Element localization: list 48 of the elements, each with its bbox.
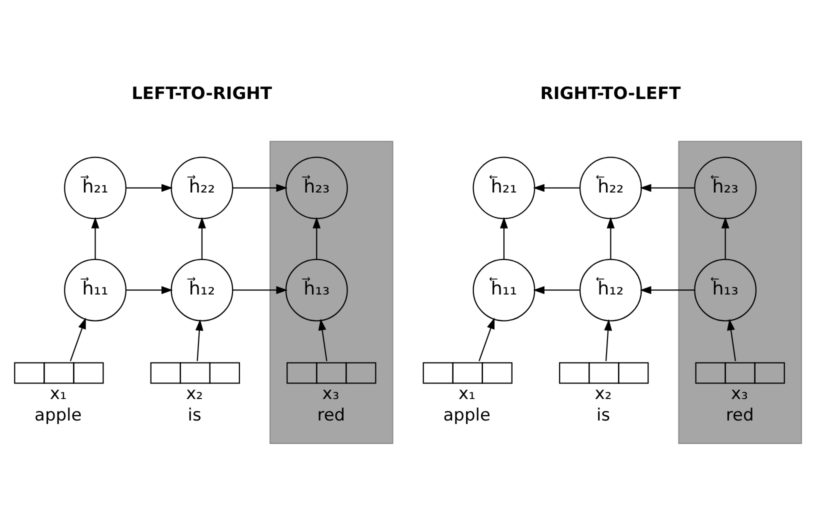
arrow bbox=[232, 286, 288, 294]
node-circle: h⃖₂₂ bbox=[579, 156, 642, 220]
node-circle: h⃗₁₁ bbox=[64, 258, 126, 322]
cluster bbox=[678, 140, 802, 444]
arrow bbox=[318, 318, 328, 362]
node-circle: h⃗₂₃ bbox=[285, 156, 348, 220]
arrow bbox=[195, 319, 204, 362]
arrow bbox=[478, 318, 495, 362]
arrow bbox=[640, 184, 695, 192]
arrow bbox=[232, 184, 288, 192]
node-circle: h⃗₂₁ bbox=[64, 156, 126, 220]
cluster bbox=[270, 140, 394, 444]
node-circle: h⃖₂₃ bbox=[694, 156, 757, 220]
node-label: x₁ bbox=[50, 384, 67, 404]
arrow bbox=[533, 286, 580, 294]
node-label: x₃ bbox=[731, 384, 748, 404]
node-label: apple bbox=[34, 406, 82, 426]
arrow bbox=[500, 216, 508, 259]
arrow bbox=[126, 184, 173, 192]
arrow bbox=[533, 184, 580, 192]
arrow bbox=[721, 216, 730, 259]
node-label: red bbox=[317, 406, 346, 426]
node-label: is bbox=[596, 406, 610, 426]
node-circle: h⃗₁₃ bbox=[285, 258, 348, 322]
arrow bbox=[312, 216, 321, 259]
node-label: red bbox=[726, 406, 754, 426]
arrow bbox=[606, 216, 615, 259]
node-label: is bbox=[188, 406, 202, 426]
node-circle: h⃗₂₂ bbox=[170, 156, 234, 220]
arrow bbox=[198, 216, 206, 259]
arrow bbox=[604, 319, 612, 362]
node-label: x₂ bbox=[186, 384, 203, 404]
node-circle: h⃖₁₂ bbox=[579, 258, 642, 322]
label: LEFT-TO-RIGHT bbox=[132, 84, 272, 104]
arrow bbox=[70, 318, 86, 362]
node-label: x₃ bbox=[322, 384, 340, 404]
node-circle: h⃖₂₁ bbox=[472, 156, 536, 220]
arrow bbox=[727, 318, 736, 362]
node-circle: h⃗₁₂ bbox=[170, 258, 234, 322]
arrow bbox=[640, 286, 695, 294]
node-label: x₂ bbox=[594, 384, 612, 404]
node-circle: h⃖₁₃ bbox=[694, 258, 757, 322]
node-label: x₁ bbox=[458, 384, 476, 404]
node-label: apple bbox=[443, 406, 490, 426]
node-circle: h⃖₁₁ bbox=[472, 258, 536, 322]
arrow bbox=[126, 286, 173, 294]
arrow bbox=[91, 216, 100, 259]
label: RIGHT-TO-LEFT bbox=[540, 84, 681, 104]
